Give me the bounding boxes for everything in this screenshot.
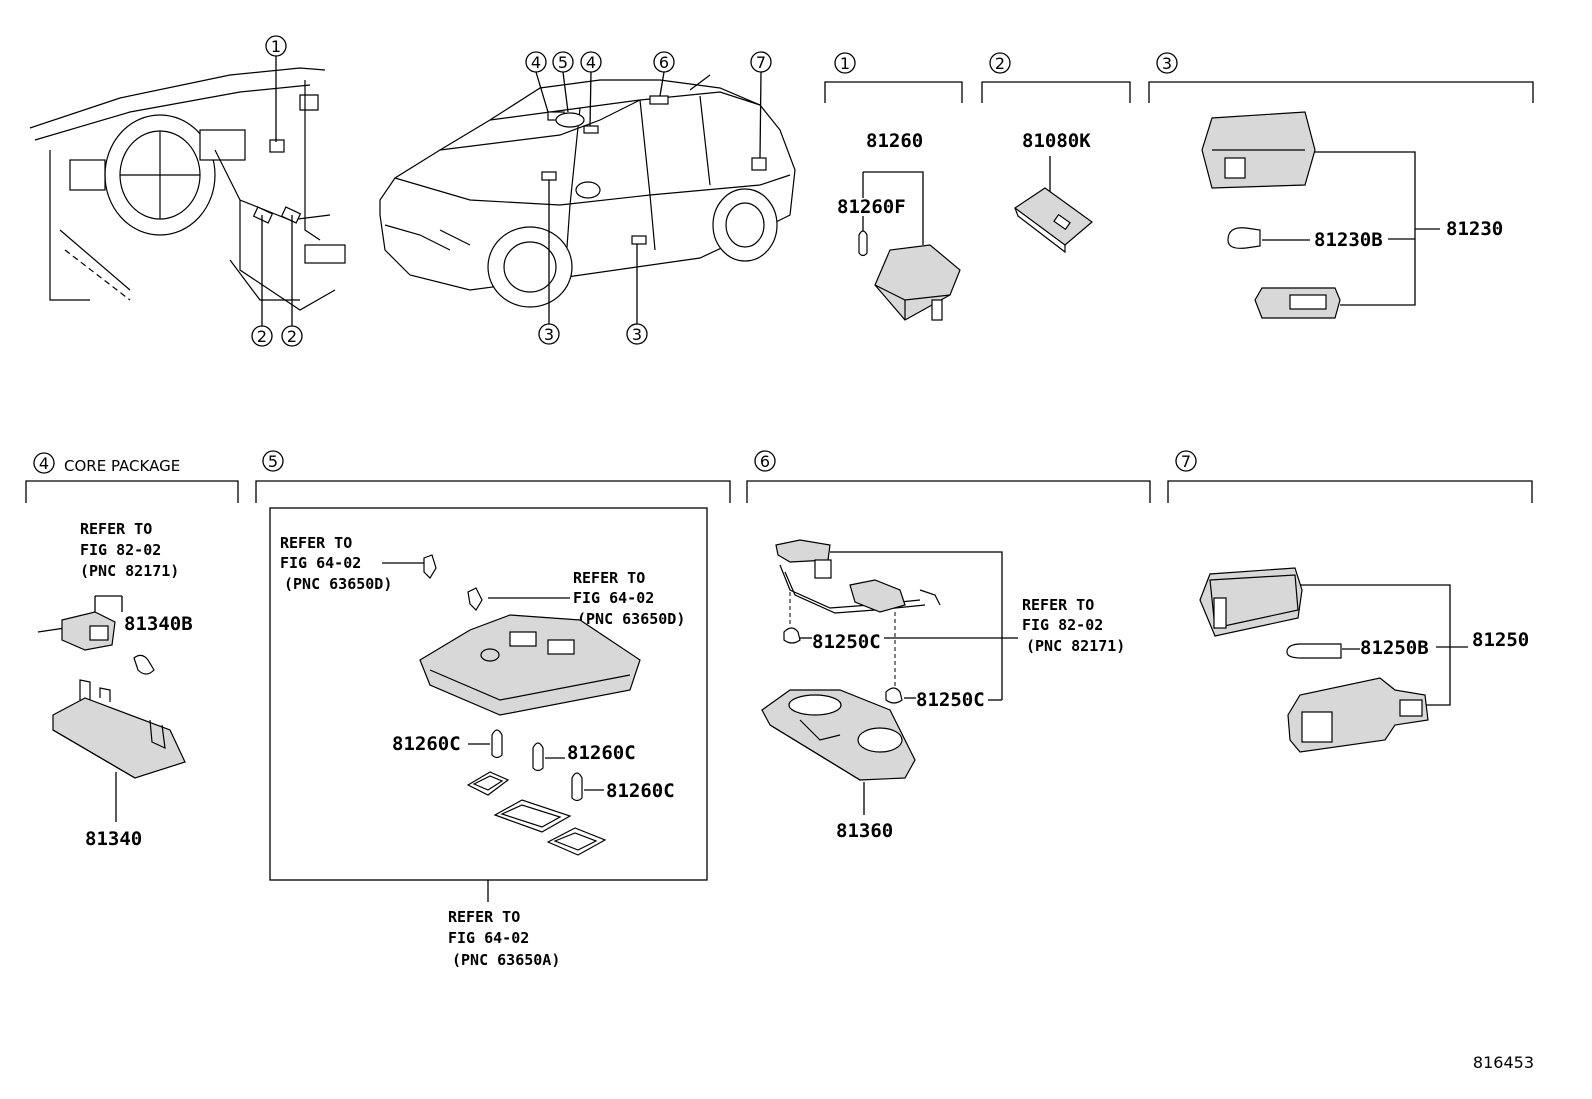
part-81250C-label-a: 81250C	[812, 631, 881, 653]
part-81260C-label-c: 81260C	[606, 780, 675, 802]
part-81260C-label-b: 81260C	[567, 742, 636, 764]
bulb-81230B-drawing	[1227, 227, 1261, 249]
part-81230-label: 81230	[1446, 218, 1503, 240]
svg-text:REFER TO: REFER TO	[1022, 596, 1094, 614]
part-81360-label: 81360	[836, 820, 893, 842]
callout-2-interior-right: 2	[281, 215, 303, 347]
part-81340-label: 81340	[85, 828, 142, 850]
lamp-81340-drawing	[52, 679, 186, 779]
socket-82171-drawing	[37, 611, 116, 651]
section-2: 2 81080K	[981, 52, 1131, 254]
svg-text:7: 7	[1181, 452, 1191, 471]
section-4: 4 CORE PACKAGE REFER TO FIG 82-02 (PNC 8…	[25, 452, 239, 850]
svg-text:REFER TO: REFER TO	[448, 908, 520, 926]
svg-text:7: 7	[756, 53, 766, 72]
svg-text:FIG 64-02: FIG 64-02	[280, 554, 361, 572]
part-81230B-label: 81230B	[1314, 229, 1383, 251]
section-6: 6 81250C 81250C REFER TO FIG 82-02 (PNC …	[746, 450, 1151, 842]
callout-6-car: 6	[653, 51, 675, 97]
bulb-81250B-drawing	[1286, 643, 1342, 659]
clip-63650D-drawing-1	[423, 554, 437, 579]
svg-text:REFER TO: REFER TO	[80, 520, 152, 538]
bulb-81260C-drawing-b	[532, 742, 544, 772]
bulb-81260C-drawing-a	[491, 729, 503, 759]
svg-text:FIG 64-02: FIG 64-02	[448, 929, 529, 947]
part-81080K-label: 81080K	[1022, 130, 1091, 152]
svg-text:REFER TO: REFER TO	[280, 534, 352, 552]
bulb-81260C-drawing-c	[571, 772, 583, 802]
part-81250C-label-b: 81250C	[916, 689, 985, 711]
lamp-81250-housing-drawing	[1287, 677, 1429, 753]
callout-7-car: 7	[750, 51, 772, 159]
wire-harness-drawing	[775, 539, 941, 614]
part-81260C-label-a: 81260C	[392, 733, 461, 755]
lamp-81230-housing-drawing	[1254, 287, 1341, 319]
section-3: 3 81230B 81230	[1148, 52, 1534, 319]
bulb-81250C-drawing-b	[885, 687, 903, 704]
section-4-title: CORE PACKAGE	[64, 457, 180, 475]
svg-text:(PNC 63650D): (PNC 63650D)	[577, 610, 685, 628]
clip-63650D-drawing-2	[467, 587, 483, 611]
callout-3-car-right: 3	[626, 244, 648, 345]
svg-text:6: 6	[760, 452, 770, 471]
bulb-81250C-drawing-a	[783, 627, 801, 644]
callout-4-car-right: 4	[580, 51, 602, 127]
svg-text:FIG 64-02: FIG 64-02	[573, 589, 654, 607]
lamp-81250-lens-drawing	[1199, 567, 1303, 637]
bulb-81340B-drawing	[133, 654, 155, 675]
svg-text:2: 2	[287, 327, 297, 346]
svg-text:2: 2	[995, 54, 1005, 73]
svg-text:REFER TO: REFER TO	[573, 569, 645, 587]
lens-gaskets-drawing	[466, 771, 607, 856]
svg-text:6: 6	[659, 53, 669, 72]
diagram-id: 816453	[1473, 1053, 1534, 1072]
callout-4-car-left: 4	[525, 51, 549, 113]
lamp-81260-drawing	[874, 244, 961, 321]
svg-text:FIG 82-02: FIG 82-02	[1022, 616, 1103, 634]
car-exterior-illustration	[379, 74, 796, 308]
svg-text:1: 1	[271, 37, 281, 56]
svg-text:5: 5	[558, 53, 568, 72]
svg-text:4: 4	[531, 53, 541, 72]
svg-text:(PNC 82171): (PNC 82171)	[80, 562, 179, 580]
svg-text:3: 3	[544, 325, 554, 344]
svg-text:4: 4	[586, 53, 596, 72]
lamp-81080K-drawing	[1013, 187, 1093, 254]
lamp-81360-drawing	[761, 689, 916, 781]
svg-text:(PNC 63650A): (PNC 63650A)	[452, 951, 560, 969]
svg-text:1: 1	[840, 54, 850, 73]
part-81250B-label: 81250B	[1360, 637, 1429, 659]
callout-1-interior: 1	[265, 35, 287, 142]
interior-dashboard-illustration	[29, 67, 346, 311]
part-81250-label: 81250	[1472, 629, 1529, 651]
svg-text:(PNC 82171): (PNC 82171)	[1026, 637, 1125, 655]
callout-3-car-left: 3	[538, 180, 560, 345]
svg-text:3: 3	[1162, 54, 1172, 73]
part-81340B-label: 81340B	[124, 613, 193, 635]
section-7: 7 81250B 81250	[1167, 450, 1533, 753]
part-81260F-label: 81260F	[837, 196, 906, 218]
svg-text:FIG 82-02: FIG 82-02	[80, 541, 161, 559]
svg-text:2: 2	[257, 327, 267, 346]
svg-text:4: 4	[39, 454, 49, 473]
svg-text:3: 3	[632, 325, 642, 344]
callout-5-car: 5	[552, 51, 574, 113]
svg-text:5: 5	[268, 452, 278, 471]
callout-2-interior-left: 2	[251, 215, 273, 347]
lamp-81230-lens-drawing	[1201, 111, 1316, 189]
section-5: 5 REFER TO FIG 64-02 (PNC 63650D) REFER …	[255, 450, 731, 969]
section-1: 1 81260 81260F	[824, 52, 963, 321]
map-lamp-assembly-drawing	[419, 614, 641, 716]
bulb-81260F-drawing	[858, 230, 868, 257]
svg-text:(PNC 63650D): (PNC 63650D)	[284, 575, 392, 593]
part-81260-label: 81260	[866, 130, 923, 152]
